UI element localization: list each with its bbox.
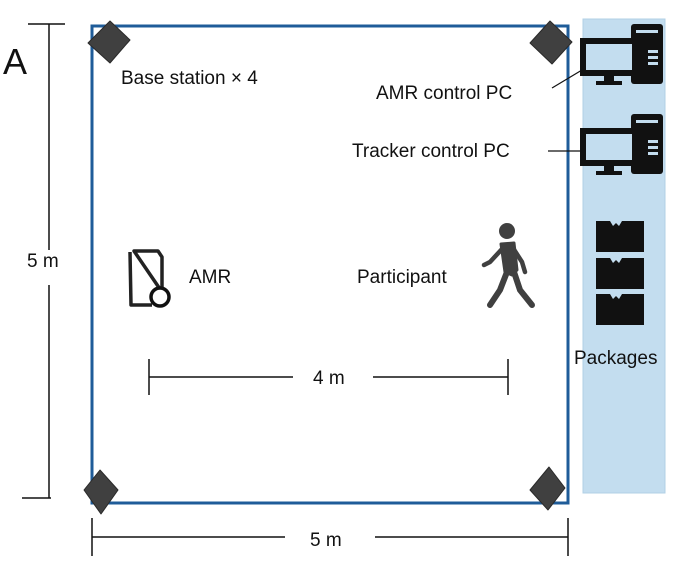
distance-label: 4 m bbox=[313, 368, 345, 389]
base-station-icon bbox=[87, 20, 131, 64]
tracker-pc-label: Tracker control PC bbox=[352, 141, 510, 162]
room-height-label: 5 m bbox=[27, 251, 59, 272]
side-area bbox=[582, 18, 666, 494]
participant-label: Participant bbox=[357, 267, 447, 288]
room-width-label: 5 m bbox=[310, 530, 342, 551]
panel-label: A bbox=[3, 41, 28, 82]
amr-icon bbox=[128, 249, 171, 308]
packages-label: Packages bbox=[574, 348, 658, 369]
packages-icon bbox=[596, 221, 644, 325]
height-dimension-line bbox=[22, 23, 65, 499]
tracker-pc-icon bbox=[580, 114, 663, 175]
amr-pc-leader-line bbox=[551, 69, 583, 89]
amr-label: AMR bbox=[189, 267, 232, 288]
base-station-icon bbox=[529, 20, 573, 65]
participant-icon bbox=[481, 223, 535, 308]
base-station-label: Base station × 4 bbox=[121, 68, 258, 89]
amr-pc-label: AMR control PC bbox=[376, 83, 513, 104]
amr-pc-icon bbox=[580, 24, 663, 85]
base-station-icon bbox=[83, 469, 119, 515]
width-dimension-line bbox=[91, 518, 569, 556]
distance-line bbox=[148, 359, 509, 395]
base-station-icon bbox=[529, 466, 566, 511]
room-boundary bbox=[90, 24, 570, 505]
